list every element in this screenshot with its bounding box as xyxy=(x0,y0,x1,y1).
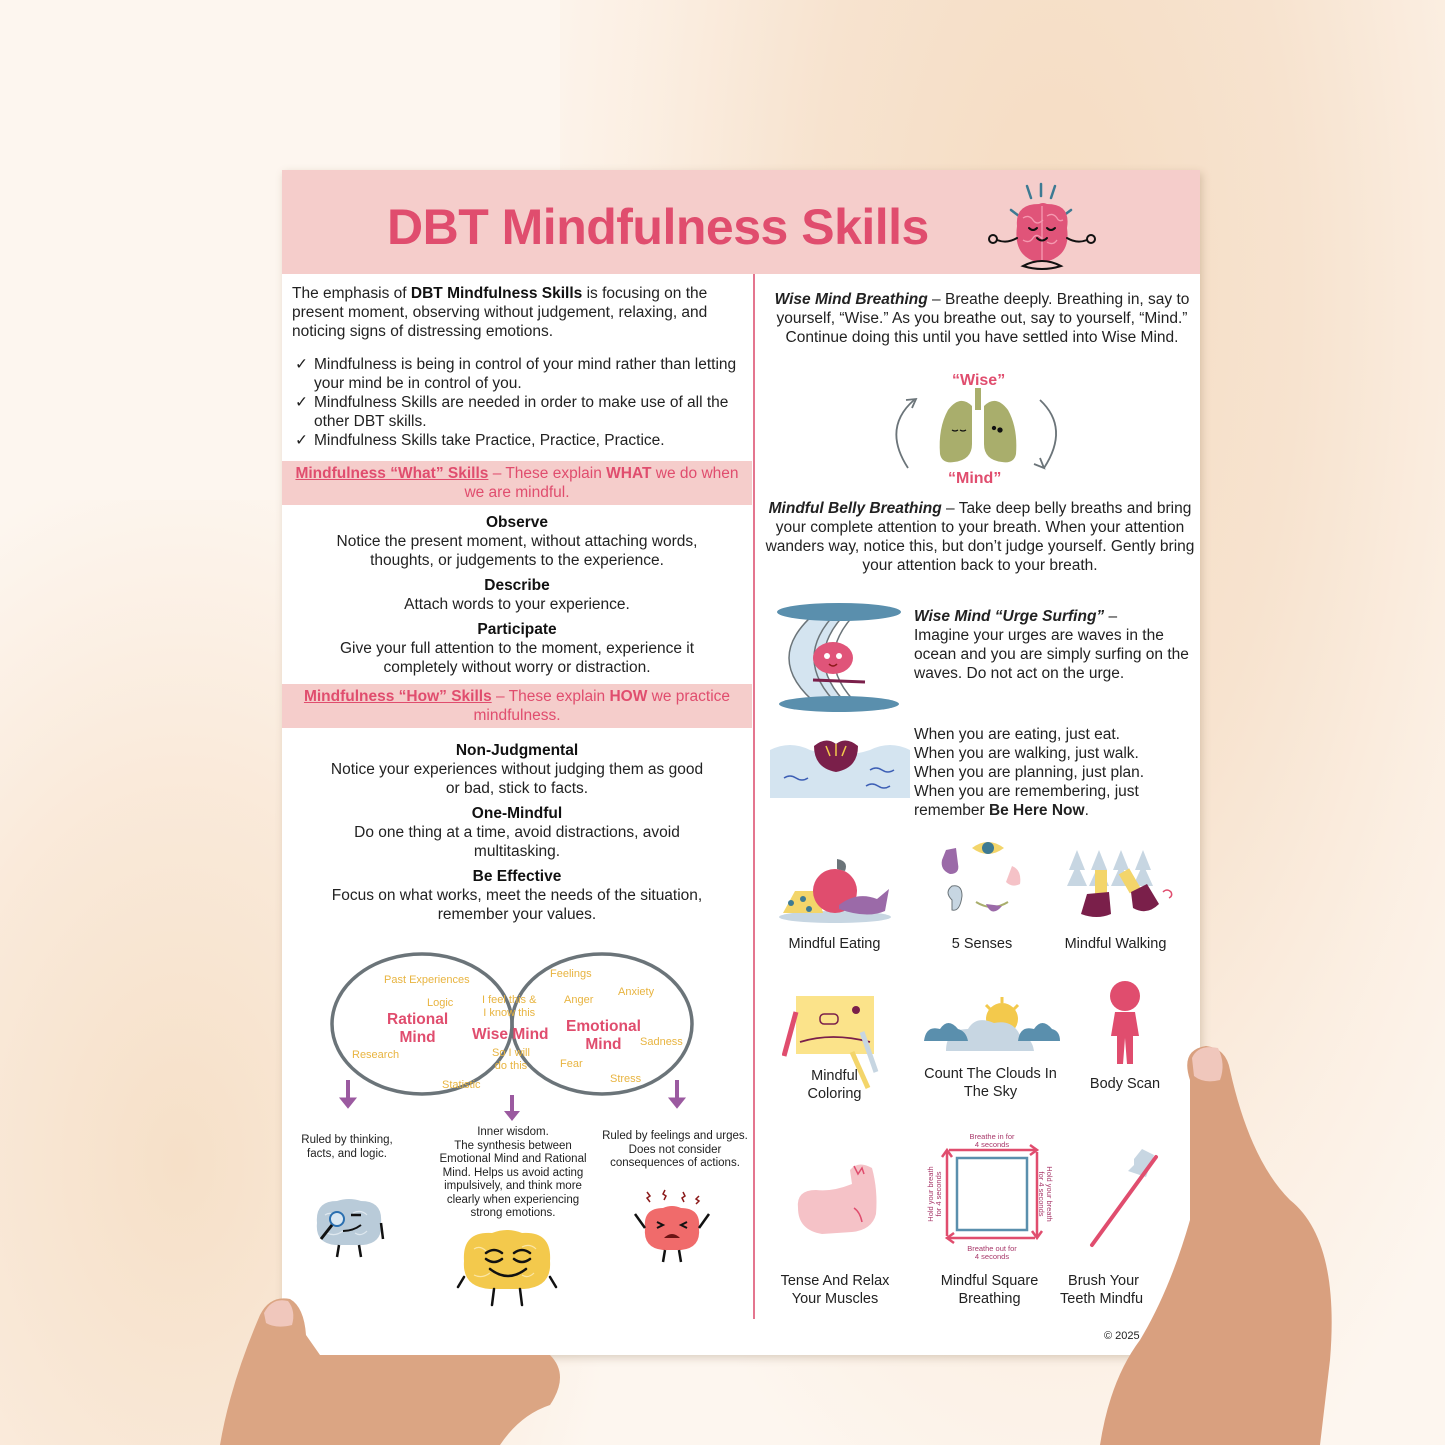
checkmark-icon: ✓ xyxy=(295,394,308,411)
svg-text:Hold your breath: Hold your breath xyxy=(1045,1166,1054,1221)
person-figure-icon xyxy=(1110,981,1140,1064)
wise-label: “Wise” xyxy=(952,372,1006,389)
left-hand-fingers xyxy=(220,1298,560,1445)
column-divider xyxy=(753,274,755,1319)
venn-labels: Past Experiences Logic Research Statisti… xyxy=(352,968,683,1091)
right-hand-thumb xyxy=(1100,1046,1332,1445)
list-item: ✓Mindfulness is being in control of your… xyxy=(295,356,737,392)
svg-text:for 4 seconds: for 4 seconds xyxy=(1037,1171,1046,1216)
emotional-mind-caption: Ruled by feelings and urges. Does not co… xyxy=(602,1130,748,1169)
rational-mind-caption: Ruled by thinking, facts, and logic. xyxy=(301,1134,393,1160)
rational-brain-icon xyxy=(316,1199,385,1258)
activity-label: Body Scan xyxy=(1089,1076,1161,1092)
food-plate-icon xyxy=(779,859,891,923)
flexed-arm-icon xyxy=(797,1164,877,1234)
wise-mind-breathing-section: Wise Mind Breathing – Breathe deeply. Br… xyxy=(774,291,1190,346)
svg-text:4 seconds: 4 seconds xyxy=(975,1140,1009,1149)
be-here-now-section: When you are eating, just eat. When you … xyxy=(914,726,1145,819)
skill-observe: Observe Notice the present moment, witho… xyxy=(336,514,698,569)
wise-mind-caption: Inner wisdom.The synthesis between Emoti… xyxy=(439,1126,587,1219)
square-breathing-icon: Breathe in for 4 seconds Breathe out for… xyxy=(926,1132,1054,1261)
key-points-list: ✓Mindfulness is being in control of your… xyxy=(292,355,750,450)
skill-describe: Describe Attach words to your experience… xyxy=(404,577,630,613)
wise-mind-breathing-title: Wise Mind Breathing xyxy=(774,291,928,308)
intro-bold-term: DBT Mindfulness Skills xyxy=(410,285,583,302)
page-header: DBT Mindfulness Skills xyxy=(282,170,1200,274)
intro-paragraph: The emphasis of DBT Mindfulness Skills i… xyxy=(292,285,708,340)
svg-text:for 4 seconds: for 4 seconds xyxy=(934,1171,943,1216)
list-item: ✓Mindfulness Skills are needed in order … xyxy=(295,394,729,430)
skill-one-mindful: One-Mindful Do one thing at a time, avoi… xyxy=(354,805,680,860)
toothbrush-icon xyxy=(1090,1149,1158,1247)
lotus-water-icon xyxy=(770,740,910,798)
worksheet-page: DBT Mindfulness Skills xyxy=(282,170,1200,1355)
how-skills-heading: Mindfulness “How” Skills xyxy=(303,688,492,705)
urge-surfing-section: Wise Mind “Urge Surfing” – Imagine your … xyxy=(914,608,1189,682)
activity-label: Count The Clouds In The Sky xyxy=(924,1066,1057,1100)
arrow-down-icon xyxy=(504,1095,520,1121)
belly-breathing-section: Mindful Belly Breathing – Take deep bell… xyxy=(765,500,1195,574)
page-title: DBT Mindfulness Skills xyxy=(387,199,929,255)
urge-surfing-title: Wise Mind “Urge Surfing” xyxy=(914,608,1105,625)
activity-label: Mindful Walking xyxy=(1064,936,1167,952)
coloring-page-icon xyxy=(782,996,879,1090)
how-skills-banner: Mindfulness “How” Skills – These explain… xyxy=(282,684,752,728)
wise-brain-icon xyxy=(456,1230,558,1307)
how-skills-list: Non-Judgmental Notice your experiences w… xyxy=(282,741,752,930)
breathing-lungs-icon xyxy=(895,388,1057,470)
list-item: ✓Mindfulness Skills take Practice, Pract… xyxy=(295,432,665,449)
activity-label: 5 Senses xyxy=(951,936,1013,952)
skill-be-effective: Be Effective Focus on what works, meet t… xyxy=(331,868,703,923)
meditating-brain-icon xyxy=(988,182,1096,270)
left-column: The emphasis of DBT Mindfulness Skills i… xyxy=(292,284,750,450)
what-skills-banner: Mindfulness “What” Skills – These explai… xyxy=(282,461,752,505)
copyright-text: © 2025 xyxy=(1104,1330,1140,1342)
five-senses-icon xyxy=(941,842,1021,912)
checkmark-icon: ✓ xyxy=(295,356,308,373)
skill-non-judgmental: Non-Judgmental Notice your experiences w… xyxy=(330,742,704,797)
wise-mind-label: Wise Mind xyxy=(472,1026,549,1043)
checkmark-icon: ✓ xyxy=(295,432,308,449)
what-skills-list: Observe Notice the present moment, witho… xyxy=(282,513,752,683)
svg-text:Breathe out for: Breathe out for xyxy=(967,1244,1017,1253)
svg-text:4 seconds: 4 seconds xyxy=(975,1252,1009,1261)
walking-boots-icon xyxy=(1067,850,1173,917)
surfing-brain-wave-icon xyxy=(777,603,901,712)
mind-label: “Mind” xyxy=(948,470,1002,487)
wise-mind-venn-diagram xyxy=(330,952,694,1109)
belly-breathing-title: Mindful Belly Breathing xyxy=(768,500,942,517)
emotional-brain-icon xyxy=(633,1189,711,1263)
skill-participate: Participate Give your full attention to … xyxy=(339,621,695,676)
activity-label: Mindful Eating xyxy=(788,936,881,952)
what-skills-heading: Mindfulness “What” Skills xyxy=(295,465,489,482)
svg-text:Breathe in for: Breathe in for xyxy=(969,1132,1015,1141)
clouds-sun-icon xyxy=(924,997,1060,1051)
svg-text:Hold your breath: Hold your breath xyxy=(926,1166,935,1221)
